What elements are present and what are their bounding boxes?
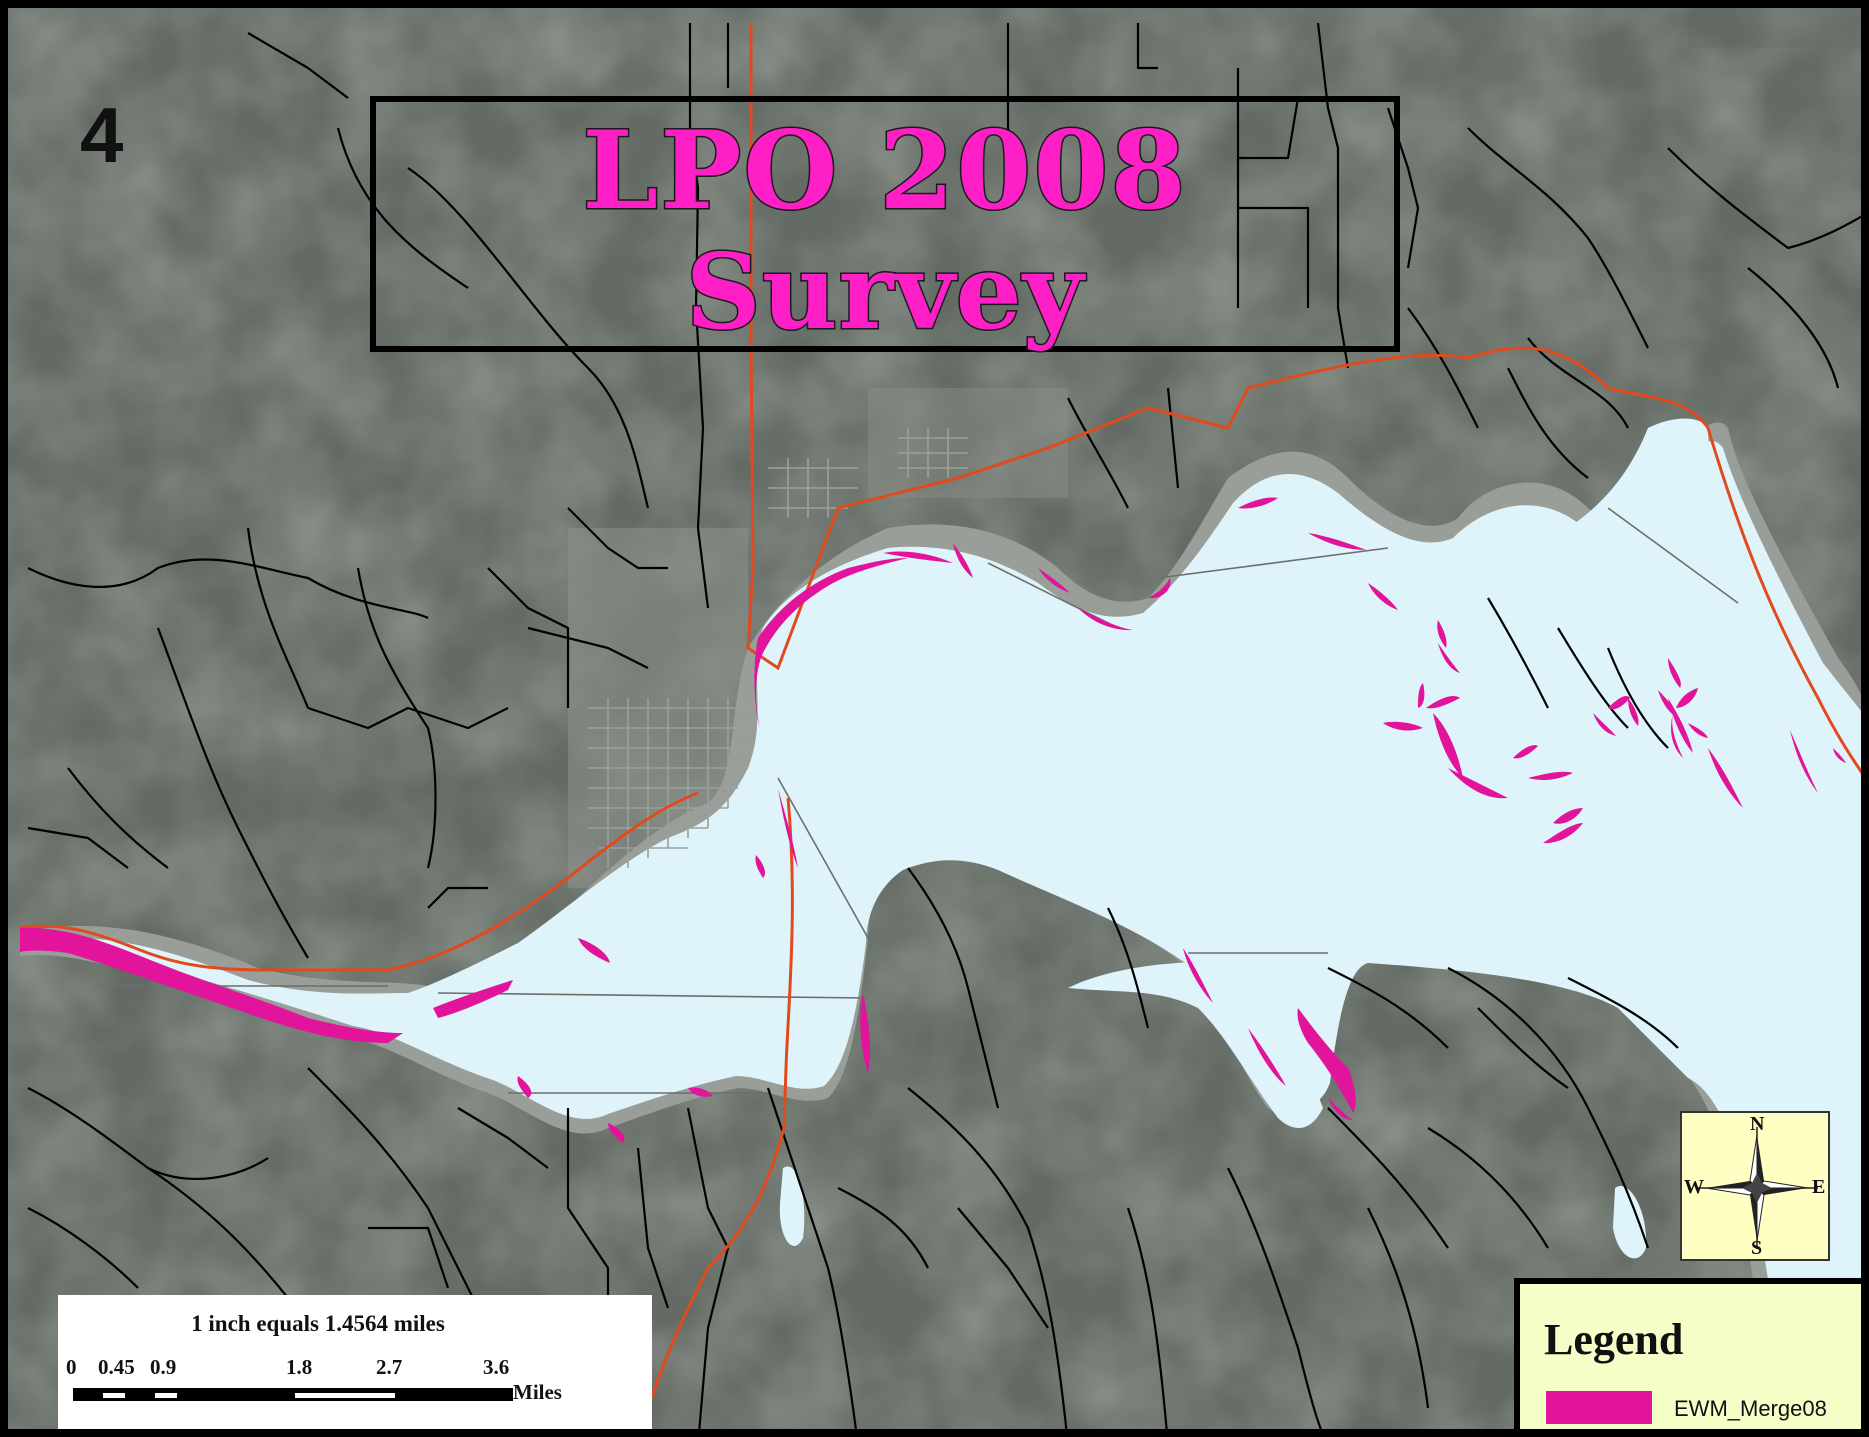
lake-water	[20, 441, 1861, 1429]
inlet-water	[1068, 961, 1323, 1128]
legend-title: Legend	[1544, 1315, 1684, 1364]
survey-transects	[98, 507, 1739, 1094]
legend-swatch	[1546, 1391, 1652, 1424]
compass-star-icon	[1696, 1127, 1818, 1249]
small-pond	[1613, 1186, 1647, 1259]
upper-lake-water	[1568, 418, 1713, 585]
scale-bar	[73, 1388, 513, 1401]
title-box: LPO 2008 Survey	[370, 96, 1400, 355]
legend-item-label: EWM_Merge08	[1674, 1396, 1827, 1421]
scale-bar-panel: 1 inch equals 1.4564 miles 0 0.45 0.9 1.…	[58, 1295, 652, 1429]
scale-tick-2: 0.9	[150, 1355, 177, 1379]
top-right-sky-edge	[1688, 8, 1861, 48]
scale-tick-4: 2.7	[376, 1355, 403, 1379]
map-number: 4	[80, 91, 124, 179]
road-network	[27, 22, 1861, 1429]
small-pond	[1687, 1015, 1705, 1047]
map-canvas	[8, 8, 1861, 1429]
scale-segment	[295, 1393, 395, 1398]
scale-segment	[155, 1393, 177, 1398]
scale-segment	[103, 1393, 125, 1398]
legend-panel: Legend EWM_Merge08	[1514, 1278, 1861, 1429]
scale-tick-3: 1.8	[286, 1355, 313, 1379]
small-pond	[779, 1166, 805, 1246]
compass-west: W	[1684, 1176, 1704, 1198]
compass-rose: N S E W	[1680, 1111, 1830, 1261]
milfoil-polygons	[20, 497, 1846, 1143]
compass-east: E	[1812, 1176, 1826, 1198]
land-patch	[868, 388, 1068, 498]
map-title: LPO 2008	[581, 107, 1188, 236]
map-subtitle: Survey	[684, 229, 1085, 355]
town-grid	[588, 428, 968, 868]
compass-south: S	[1751, 1237, 1763, 1259]
scale-tick-5: 3.6	[483, 1355, 510, 1379]
compass-north: N	[1750, 1113, 1765, 1135]
scale-caption: 1 inch equals 1.4564 miles	[191, 1311, 445, 1336]
scale-tick-0: 0	[66, 1355, 77, 1379]
scale-unit: Miles	[513, 1380, 562, 1404]
scale-tick-1: 0.45	[98, 1355, 135, 1379]
